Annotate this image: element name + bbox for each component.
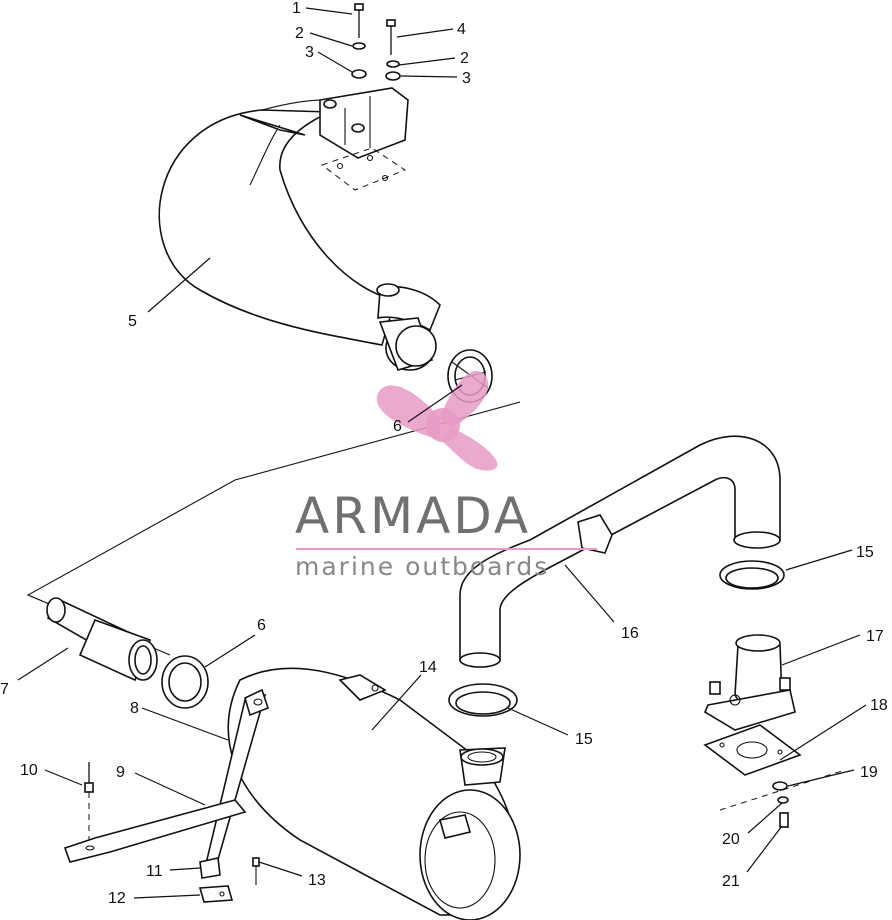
callout-20: 20 [722, 831, 740, 848]
bolt-1 [354, 3, 364, 38]
callout-7: 7 [0, 681, 9, 698]
callout-15b: 15 [575, 731, 593, 748]
hose-clamp-6-lower [161, 655, 209, 709]
hose-clamp-15-upper [719, 560, 785, 590]
bolt-21 [779, 812, 789, 828]
callout-6b: 6 [257, 617, 266, 634]
exhaust-manifold-pipe [158, 99, 441, 371]
muffler-body [227, 667, 521, 920]
lock-washer-2b [386, 60, 400, 68]
hose-clamp-15-lower [448, 683, 518, 717]
tail-pipe-tube [46, 597, 158, 682]
bracket-12 [198, 885, 234, 903]
callout-8: 8 [130, 700, 139, 717]
callout-14: 14 [419, 659, 437, 676]
callout-19: 19 [860, 764, 878, 781]
callout-9: 9 [116, 764, 125, 781]
brand-logo [376, 370, 498, 471]
callout-5: 5 [128, 313, 137, 330]
screw-13 [252, 857, 260, 885]
clip-11 [199, 857, 221, 879]
callout-12: 12 [108, 890, 126, 907]
lock-washer-2a [352, 42, 366, 50]
bolt-4 [386, 19, 396, 55]
washer-19 [772, 781, 788, 791]
brand-name: ARMADA [295, 487, 531, 545]
callout-3a: 3 [305, 44, 314, 61]
brand-tagline: marine outboards [295, 552, 549, 581]
callout-17: 17 [866, 628, 884, 645]
screw-10 [84, 762, 94, 840]
callout-21: 21 [722, 873, 740, 890]
callout-6a: 6 [393, 418, 402, 435]
callout-15a: 15 [856, 544, 874, 561]
callout-11: 11 [146, 863, 163, 880]
manifold-flange-adapter [319, 87, 409, 191]
lock-washer-20 [777, 796, 789, 804]
leader-lines [17, 7, 867, 899]
callout-13: 13 [308, 872, 326, 889]
flat-washer-3b [385, 71, 401, 81]
callout-16: 16 [621, 625, 639, 642]
callout-1: 1 [292, 0, 301, 17]
mounting-bracket-rail [63, 799, 247, 863]
callout-18: 18 [870, 697, 888, 714]
gasket [703, 724, 802, 776]
flat-washer-3a [351, 69, 367, 79]
outlet-fitting [703, 634, 796, 731]
callout-10: 10 [20, 762, 38, 779]
callout-2b: 2 [460, 50, 469, 67]
callout-4: 4 [457, 21, 466, 38]
callout-2a: 2 [295, 25, 304, 42]
callout-3b: 3 [462, 70, 471, 87]
